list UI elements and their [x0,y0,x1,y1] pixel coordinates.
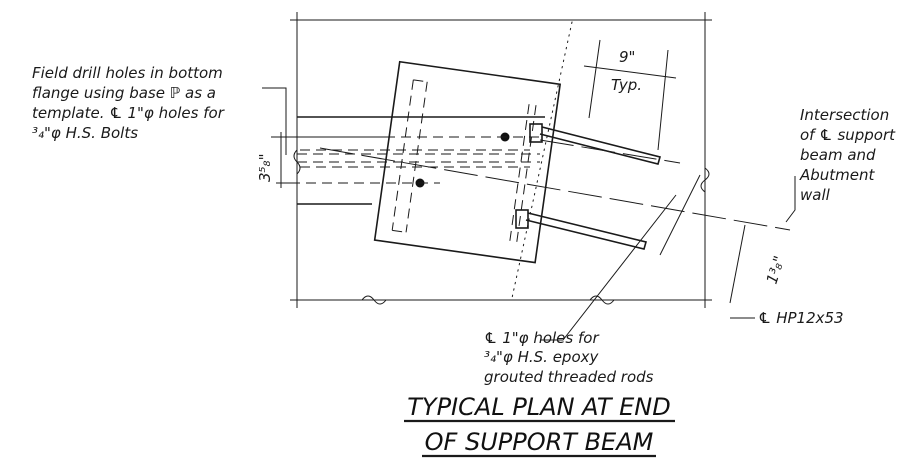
hp-flange-hidden [392,79,428,233]
dim-text-offset: 1³₈" [763,254,789,287]
note-line: template. ℄ 1"φ holes for [32,104,225,122]
base-plate [373,60,562,264]
note-holes-rods: ℄ 1"φ holes for ³₄"φ H.S. epoxy grouted … [484,329,654,386]
dim-ext [729,224,746,304]
note-line: Intersection [800,106,889,124]
dim-text-typ: Typ. [611,76,642,94]
support-beam [297,116,545,205]
note-line: flange using base ℙ as a [32,84,216,102]
hp-label: ℄ HP12x53 [758,309,844,327]
leader-holes-rods [540,194,677,341]
base-plate-outline [373,60,562,264]
hp-flange-hidden [509,104,537,243]
note-line: of ℄ support [800,126,896,144]
note-line: beam and [800,146,876,164]
note-line: Abutment [799,166,876,184]
break-mark [361,295,387,305]
note-line: ³₄"φ H.S. epoxy [484,348,599,366]
note-field-drill: Field drill holes in bottom flange using… [32,64,225,142]
threaded-rods [525,126,661,250]
break-mark [700,167,710,193]
leader-intersection [785,176,796,223]
title-line-2: OF SUPPORT BEAM [425,428,654,456]
note-line: Field drill holes in bottom [32,64,223,82]
hp-centerline [539,139,681,164]
abutment-wall [290,12,712,308]
hp-flange-hidden [391,79,428,233]
support-beam-centerline [319,147,791,231]
note-line: wall [800,186,831,204]
dim-ext [659,174,701,256]
leader-field-drill [262,87,287,155]
note-line: grouted threaded rods [484,368,654,386]
note-line: ³₄"φ H.S. Bolts [32,124,138,142]
note-intersection: Intersection of ℄ support beam and Abutm… [799,106,896,204]
title-line-1: TYPICAL PLAN AT END [407,393,670,421]
drawing-title: TYPICAL PLAN AT END OF SUPPORT BEAM [404,393,675,458]
dim-line-9in [583,65,677,79]
nut [529,123,543,143]
dim-text-9in: 9" [619,48,635,66]
dim-extension [588,39,601,119]
nut [515,209,529,229]
break-mark [589,295,615,305]
threaded-rod [539,126,661,165]
threaded-rod [525,212,647,250]
dim-text-bolt-spacing: 3⁵₈" [256,154,274,182]
note-line: ℄ 1"φ holes for [484,329,599,347]
abutment-face-line [511,21,573,299]
dim-extension [657,49,669,151]
